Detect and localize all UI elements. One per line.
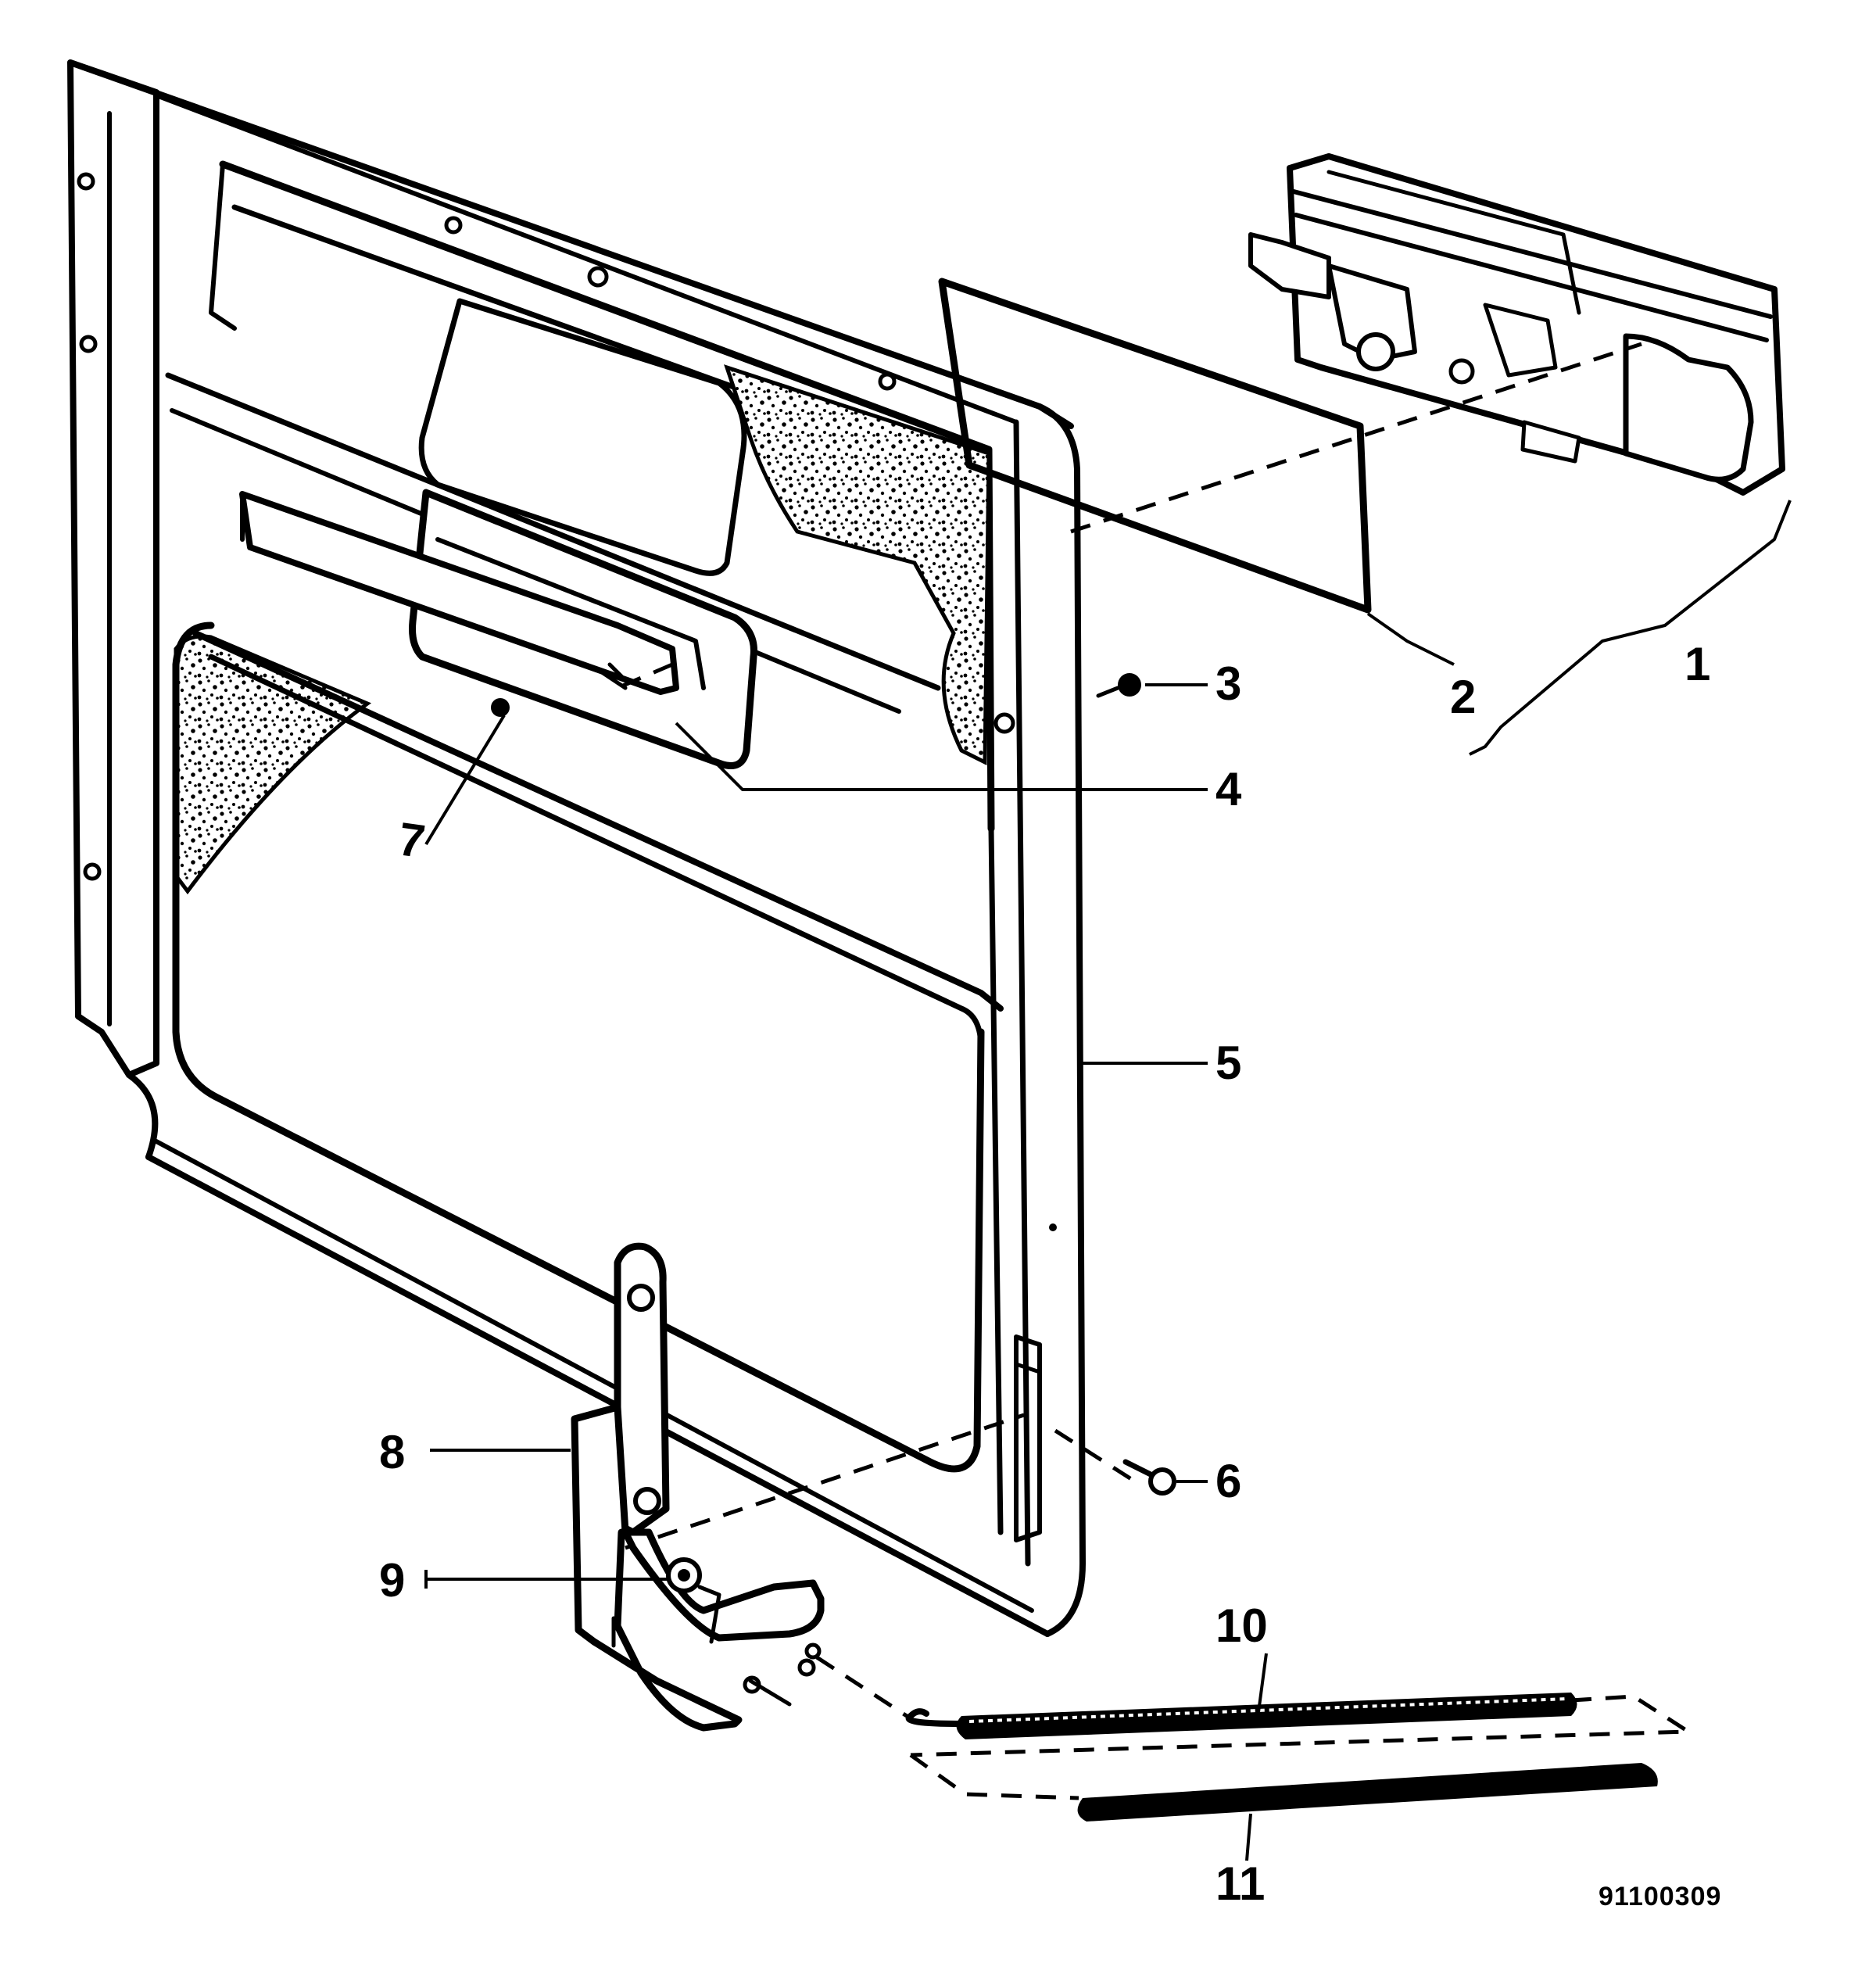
callout-3: 3 bbox=[1215, 657, 1241, 710]
control-housing bbox=[1248, 153, 1785, 496]
callout-11: 11 bbox=[1215, 1857, 1265, 1910]
callout-7: 7 bbox=[396, 812, 428, 868]
nut-part-9 bbox=[666, 1557, 721, 1644]
alignment-line bbox=[1070, 342, 1642, 534]
document-number: 91100309 bbox=[1599, 1882, 1721, 1911]
door-panel bbox=[67, 59, 1086, 1637]
callout-4: 4 bbox=[1215, 763, 1242, 815]
callout-10: 10 bbox=[1215, 1599, 1268, 1652]
screw-part-6 bbox=[1122, 1459, 1176, 1496]
leader-lines bbox=[424, 500, 1792, 1861]
screw-part-7 bbox=[491, 698, 510, 717]
callout-labels: 1 2 3 4 5 6 7 8 9 10 11 91100309 bbox=[379, 638, 1721, 1911]
callout-2: 2 bbox=[1450, 671, 1476, 723]
callout-1: 1 bbox=[1684, 638, 1710, 690]
hinge-arm bbox=[571, 1242, 825, 1732]
callout-5: 5 bbox=[1215, 1037, 1241, 1089]
callout-8: 8 bbox=[379, 1426, 405, 1478]
alignment-line bbox=[625, 1413, 1025, 1550]
screw-part-3 bbox=[1096, 673, 1141, 698]
alignment-line bbox=[617, 662, 673, 690]
spring-part-10 bbox=[815, 1655, 1695, 1800]
tube-part-11 bbox=[1077, 1763, 1658, 1822]
callout-9: 9 bbox=[379, 1554, 405, 1607]
fastener-part-4 bbox=[600, 662, 628, 690]
alignment-line bbox=[1054, 1428, 1143, 1488]
callout-6: 6 bbox=[1215, 1455, 1241, 1507]
seal-gasket bbox=[938, 278, 1372, 614]
